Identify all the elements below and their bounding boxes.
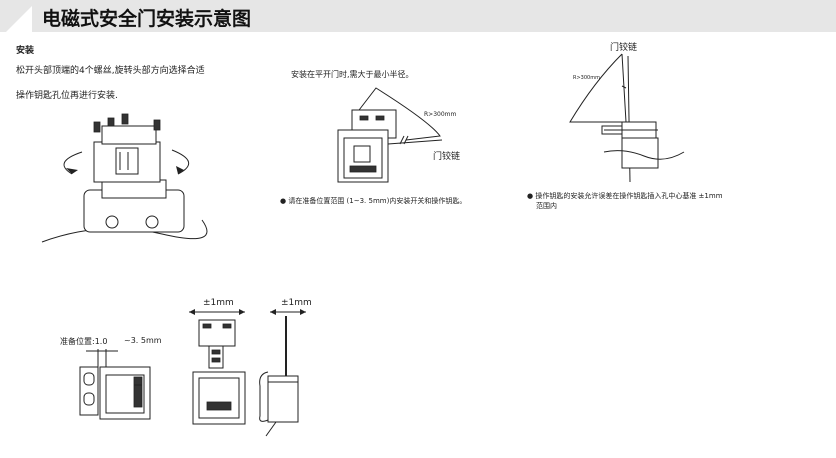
middle-note: ● 请在准备位置范围 (1~3. 5mm)内安装开关和操作钥匙。: [280, 197, 467, 205]
right-hinge-label: 门铰链: [610, 43, 638, 53]
middle-radius-label: R>300mm: [424, 111, 457, 118]
prep-position-diagram: [79, 349, 151, 420]
page-title: 电磁式安全门安装示意图: [42, 8, 252, 30]
middle-caption: 安装在平开门时,需大于最小半径。: [291, 70, 414, 79]
prep-position-label: 准备位置:1.0: [60, 337, 108, 346]
hinged-door-diagram: [337, 87, 443, 183]
key-alignment-diagram: [569, 53, 685, 183]
tolerance-label-2: ±1mm: [281, 298, 312, 308]
side-view-diagram: [259, 309, 306, 437]
title-banner: [0, 0, 836, 32]
right-note-line-1: ● 操作钥匙的安装允许误差在操作钥匙插入孔中心基准 ±1mm: [527, 192, 723, 200]
front-view-diagram: [189, 309, 246, 425]
tolerance-label-1: ±1mm: [203, 298, 234, 308]
right-radius-label: R>300mm: [573, 75, 600, 81]
install-line-2: 操作钥匙孔位再进行安装.: [16, 91, 118, 101]
middle-hinge-label: 门铰链: [433, 152, 461, 162]
banner-corner-icon: [6, 6, 32, 32]
right-note-line-2: 范围内: [536, 202, 557, 210]
prep-position-range: ~3. 5mm: [124, 336, 162, 345]
install-heading: 安装: [16, 46, 35, 56]
head-rotation-diagram: [41, 113, 208, 243]
install-line-1: 松开头部顶端的4个螺丝,旋转头部方向选择合适: [16, 66, 205, 76]
